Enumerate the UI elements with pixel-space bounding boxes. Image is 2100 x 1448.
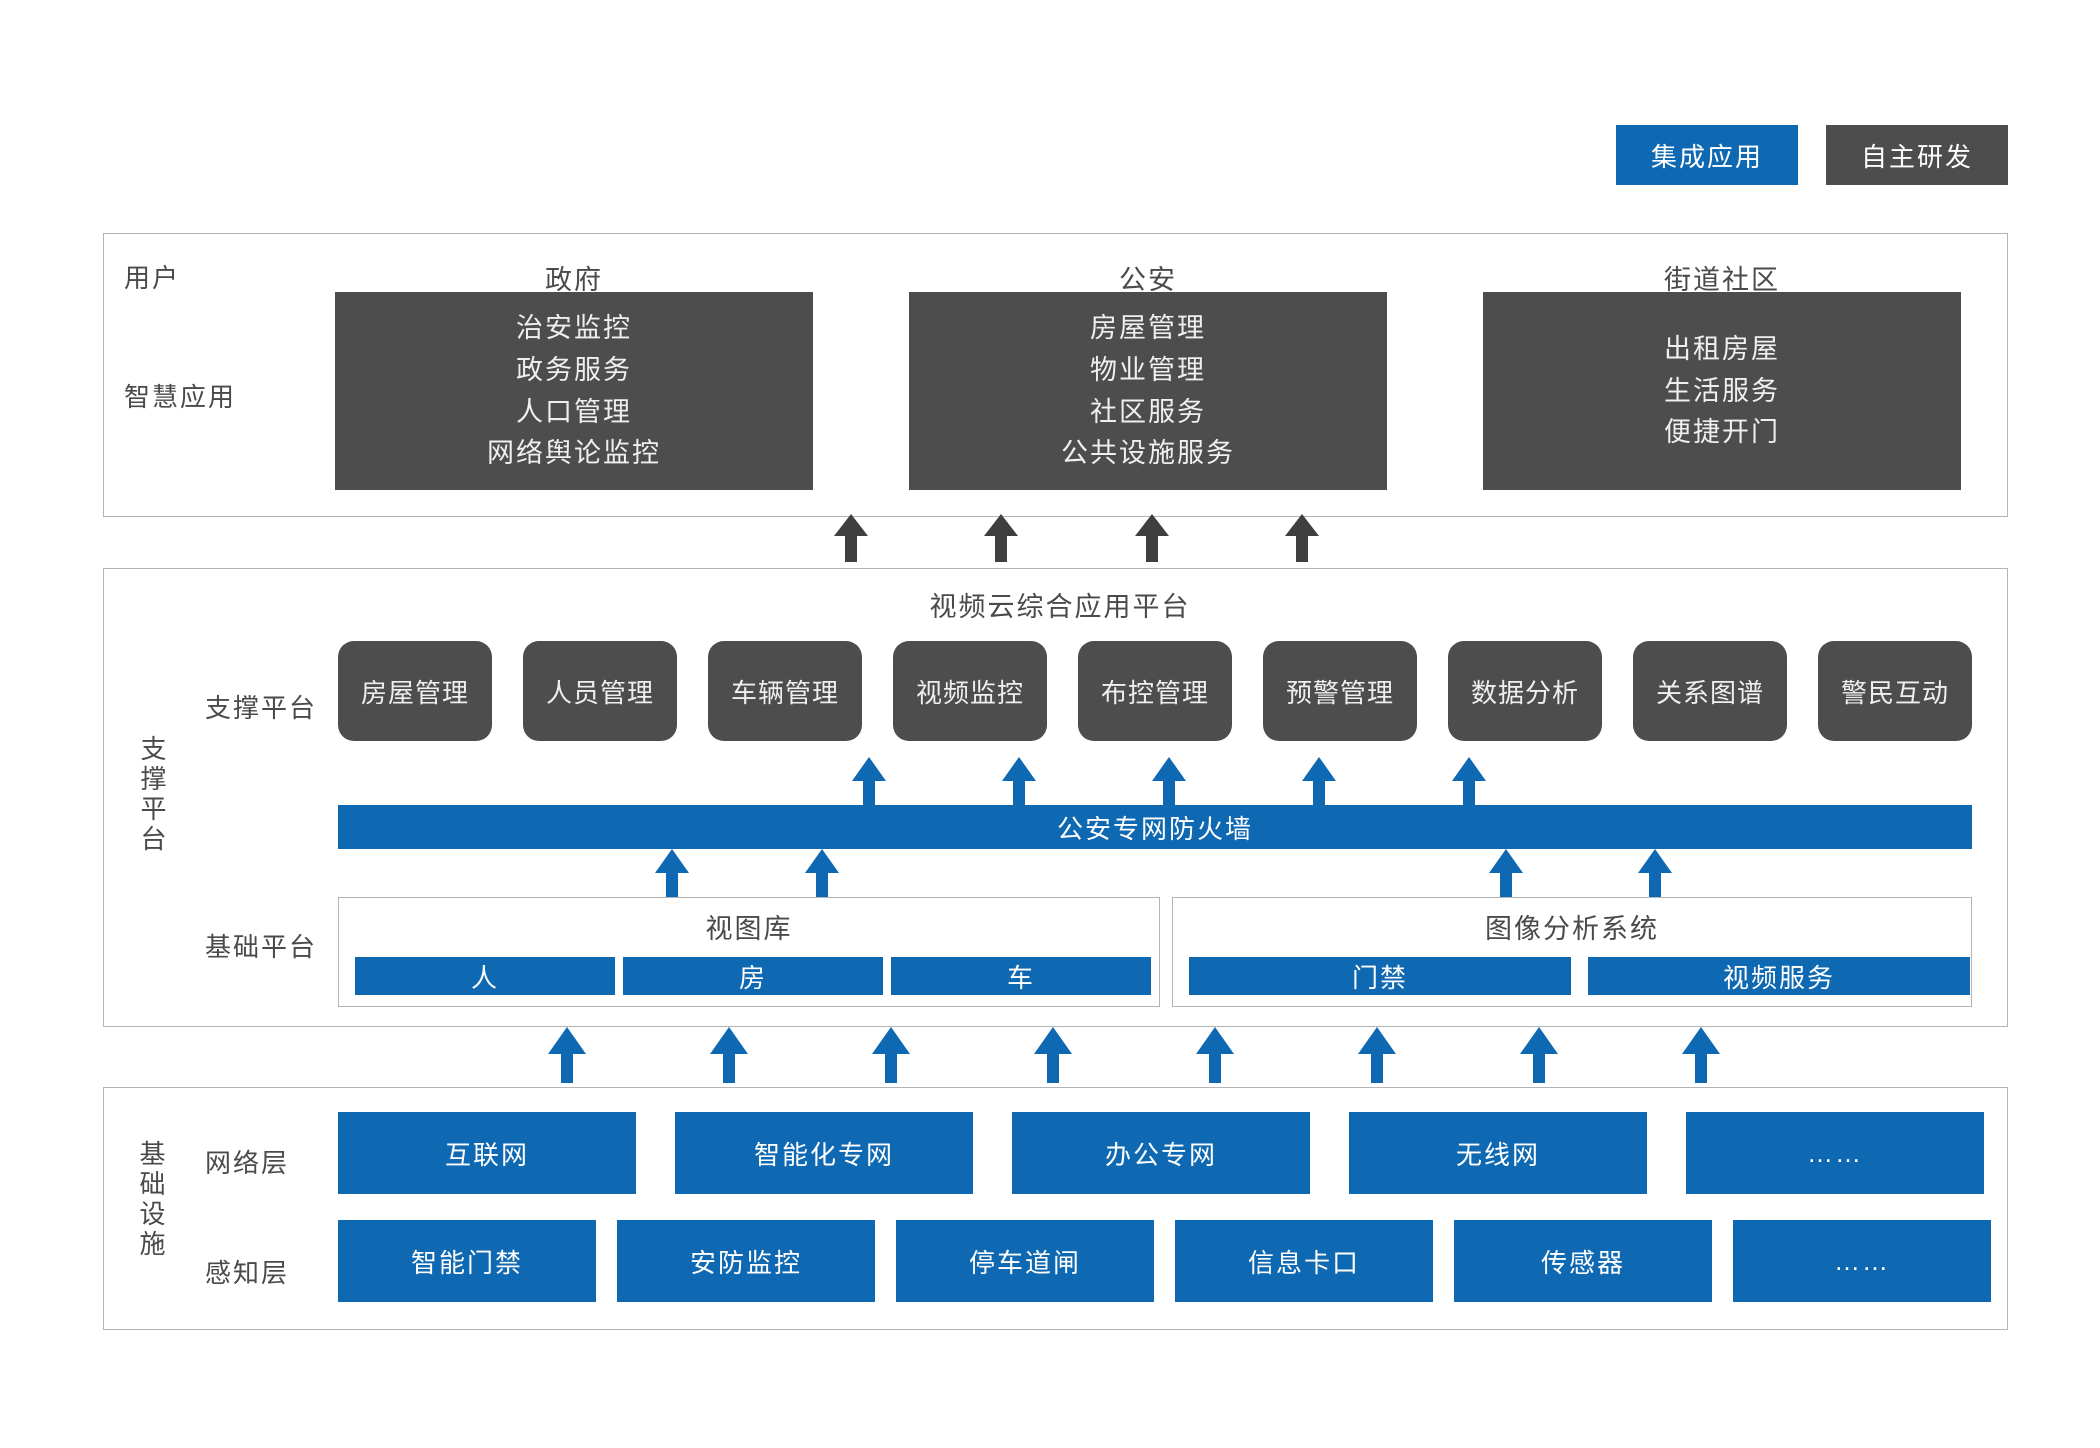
- arrow-up-blue: [852, 757, 886, 807]
- side-label-infrastructure: 基础设施: [136, 1140, 166, 1260]
- sensing-item-information-checkpoint[interactable]: 信息卡口: [1175, 1220, 1433, 1302]
- app-item: 社区服务: [1090, 396, 1206, 427]
- network-item-wireless-network[interactable]: 无线网: [1349, 1112, 1647, 1194]
- support-tile-police-public-interaction[interactable]: 警民互动: [1818, 641, 1972, 741]
- app-item: 公共设施服务: [1061, 438, 1235, 469]
- sensing-item-sensor[interactable]: 传感器: [1454, 1220, 1712, 1302]
- arrow-up-dark: [1285, 514, 1319, 562]
- network-item-intelligent-private-network[interactable]: 智能化专网: [675, 1112, 973, 1194]
- base-item-vehicle[interactable]: 车: [891, 957, 1151, 995]
- app-item: 政务服务: [516, 354, 632, 385]
- base-item-access-control[interactable]: 门禁: [1189, 957, 1571, 995]
- arrow-up-dark: [834, 514, 868, 562]
- app-item: 出租房屋: [1664, 334, 1780, 365]
- arrow-up-blue: [710, 1027, 748, 1083]
- base-item-video-service[interactable]: 视频服务: [1588, 957, 1970, 995]
- row-label-users: 用户: [124, 263, 181, 293]
- arrow-up-dark: [984, 514, 1018, 562]
- row-label-smart-apps: 智慧应用: [124, 382, 237, 412]
- row-label-support-platform: 支撑平台: [205, 693, 318, 723]
- app-item: 便捷开门: [1664, 417, 1780, 448]
- arrow-up-blue: [1520, 1027, 1558, 1083]
- base-item-person[interactable]: 人: [355, 957, 615, 995]
- public-security-network-firewall: 公安专网防火墙: [338, 805, 1972, 849]
- support-tile-vehicle-management[interactable]: 车辆管理: [708, 641, 862, 741]
- sensing-item-more[interactable]: ……: [1733, 1220, 1991, 1302]
- app-column-title-street-community: 街道社区: [1664, 265, 1780, 295]
- arrow-up-blue: [1682, 1027, 1720, 1083]
- row-label-base-platform: 基础平台: [205, 932, 318, 962]
- arrow-up-blue: [805, 849, 839, 899]
- base-group-title-image-analysis-system: 图像分析系统: [1485, 914, 1659, 944]
- app-box-public-security: 房屋管理 物业管理 社区服务 公共设施服务: [909, 292, 1387, 490]
- app-column-title-government: 政府: [545, 265, 603, 295]
- app-column-title-public-security: 公安: [1119, 265, 1177, 295]
- base-item-house[interactable]: 房: [623, 957, 883, 995]
- support-tile-deployment-control[interactable]: 布控管理: [1078, 641, 1232, 741]
- arrow-up-blue: [1638, 849, 1672, 899]
- arrow-up-blue: [1452, 757, 1486, 807]
- app-box-government: 治安监控 政务服务 人口管理 网络舆论监控: [335, 292, 813, 490]
- network-item-internet[interactable]: 互联网: [338, 1112, 636, 1194]
- row-label-sensing-layer: 感知层: [205, 1258, 290, 1288]
- arrow-up-blue: [655, 849, 689, 899]
- arrow-up-dark: [1135, 514, 1169, 562]
- support-tile-early-warning[interactable]: 预警管理: [1263, 641, 1417, 741]
- arrow-up-blue: [1196, 1027, 1234, 1083]
- arrow-up-blue: [548, 1027, 586, 1083]
- app-item: 网络舆论监控: [487, 438, 661, 469]
- arrow-up-blue: [1152, 757, 1186, 807]
- arrow-up-blue: [1302, 757, 1336, 807]
- app-item: 治安监控: [516, 313, 632, 344]
- arrow-up-blue: [1002, 757, 1036, 807]
- support-tile-house-management[interactable]: 房屋管理: [338, 641, 492, 741]
- row-label-network-layer: 网络层: [205, 1148, 290, 1178]
- app-item: 物业管理: [1090, 354, 1206, 385]
- arrow-up-blue: [1034, 1027, 1072, 1083]
- support-tile-data-analysis[interactable]: 数据分析: [1448, 641, 1602, 741]
- sensing-item-smart-access-control[interactable]: 智能门禁: [338, 1220, 596, 1302]
- app-item: 房屋管理: [1090, 313, 1206, 344]
- arrow-up-blue: [872, 1027, 910, 1083]
- support-tile-video-surveillance[interactable]: 视频监控: [893, 641, 1047, 741]
- app-box-street-community: 出租房屋 生活服务 便捷开门: [1483, 292, 1961, 490]
- sensing-item-parking-barrier[interactable]: 停车道闸: [896, 1220, 1154, 1302]
- base-group-title-image-library: 视图库: [705, 914, 793, 944]
- support-tile-relationship-graph[interactable]: 关系图谱: [1633, 641, 1787, 741]
- side-label-support-platform: 支撑平台: [137, 735, 167, 855]
- legend: 集成应用 自主研发: [1616, 125, 2008, 185]
- network-item-office-private-network[interactable]: 办公专网: [1012, 1112, 1310, 1194]
- arrow-up-blue: [1489, 849, 1523, 899]
- app-item: 生活服务: [1664, 375, 1780, 406]
- support-tile-personnel-management[interactable]: 人员管理: [523, 641, 677, 741]
- app-item: 人口管理: [516, 396, 632, 427]
- sensing-item-security-surveillance[interactable]: 安防监控: [617, 1220, 875, 1302]
- legend-self-developed: 自主研发: [1826, 125, 2008, 185]
- network-item-more[interactable]: ……: [1686, 1112, 1984, 1194]
- arrow-up-blue: [1358, 1027, 1396, 1083]
- platform-title: 视频云综合应用平台: [929, 592, 1191, 622]
- legend-integrated-application: 集成应用: [1616, 125, 1798, 185]
